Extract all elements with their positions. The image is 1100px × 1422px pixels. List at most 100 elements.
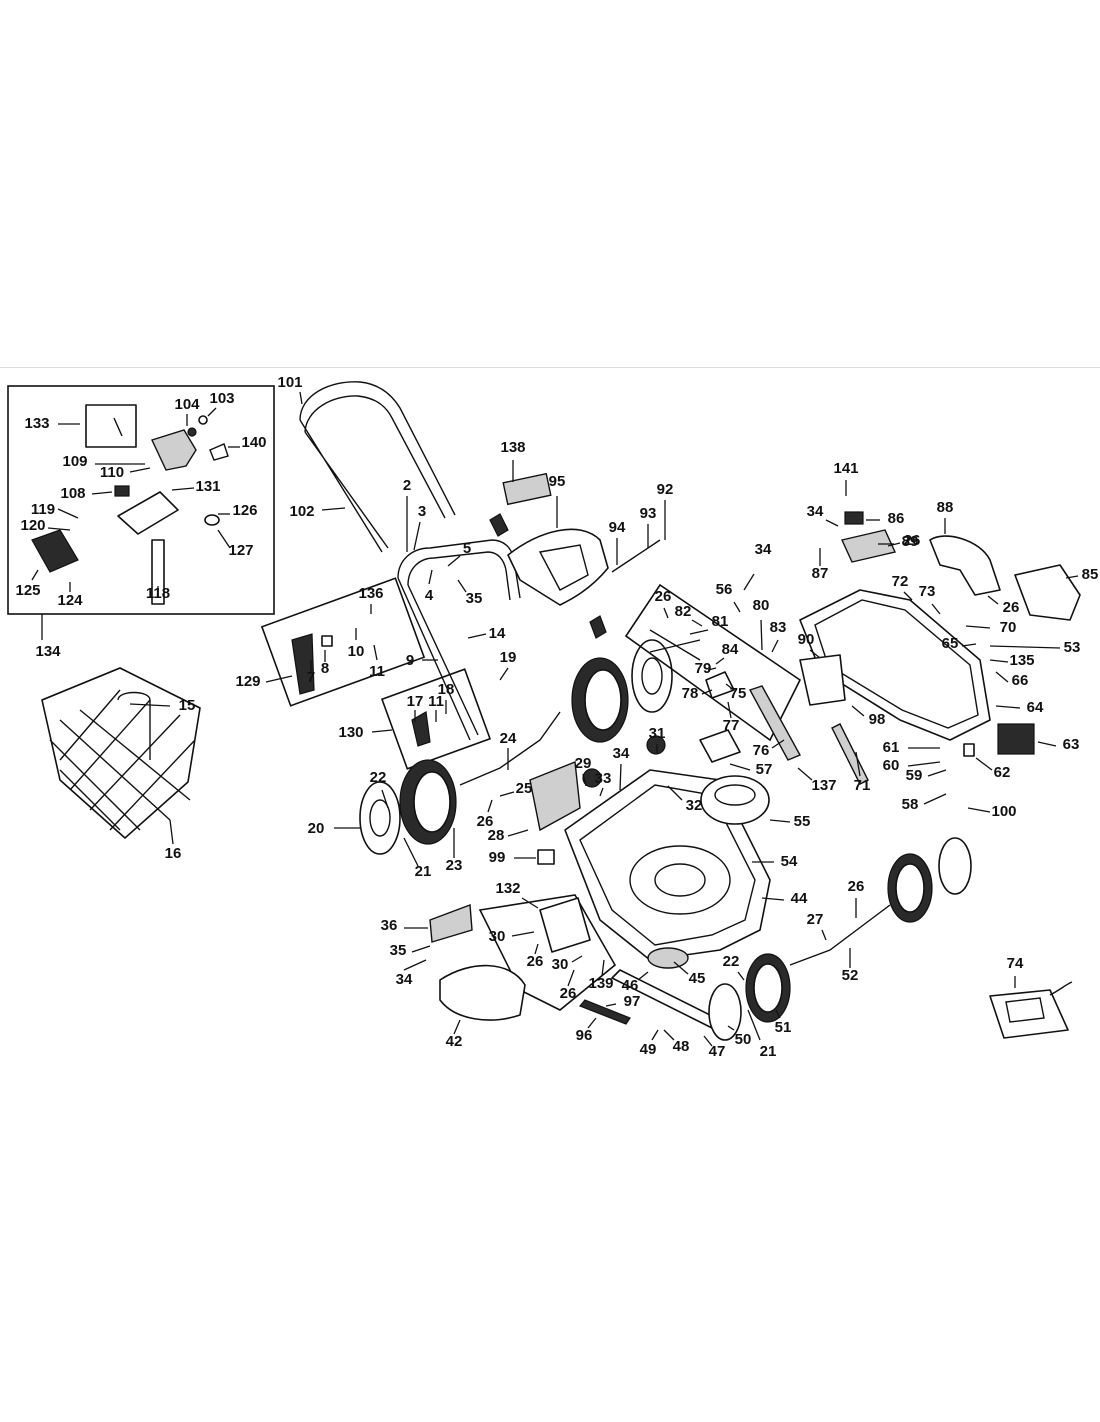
plug-part xyxy=(114,485,130,497)
page-divider xyxy=(0,367,1100,368)
charger-cord xyxy=(1049,981,1073,996)
motor-switch xyxy=(699,729,741,763)
part-number-label: 131 xyxy=(195,478,220,495)
part-number-label: 125 xyxy=(15,582,40,599)
part-number-label: 71 xyxy=(854,777,871,794)
part-number-label: 34 xyxy=(396,971,413,988)
part-number-label: 73 xyxy=(919,583,936,600)
part-number-label: 45 xyxy=(689,970,706,987)
part-number-label: 83 xyxy=(770,619,787,636)
leader-line xyxy=(1037,741,1057,747)
part-number-label: 96 xyxy=(576,1027,593,1044)
part-number-label: 28 xyxy=(488,827,505,844)
side-flap xyxy=(429,904,473,943)
part-number-label: 59 xyxy=(906,767,923,784)
part-number-label: 79 xyxy=(695,660,712,677)
leader-line xyxy=(737,971,745,981)
part-number-label: 120 xyxy=(20,517,45,534)
part-number-label: 92 xyxy=(657,481,674,498)
part-number-label: 26 xyxy=(904,532,921,549)
part-number-label: 25 xyxy=(516,780,533,797)
leader-line xyxy=(601,959,605,977)
leader-line xyxy=(1065,575,1079,579)
charger xyxy=(989,981,1073,1039)
leader-line xyxy=(265,675,293,683)
safety-key-part xyxy=(204,514,220,526)
wheel-rim xyxy=(413,771,451,833)
part-number-label: 31 xyxy=(649,725,666,742)
leader-line xyxy=(727,701,732,719)
part-number-label: 87 xyxy=(812,565,829,582)
inset-parts xyxy=(31,404,229,605)
leader-line xyxy=(217,529,231,549)
leader-line xyxy=(651,1029,659,1041)
leader-line xyxy=(733,601,741,613)
battery-cover xyxy=(507,528,609,606)
part-number-label: 66 xyxy=(1012,672,1029,689)
leader-line xyxy=(487,799,493,813)
part-number-label: 118 xyxy=(146,585,170,602)
front-axle xyxy=(789,904,891,966)
leader-line xyxy=(825,519,839,527)
part-number-label: 52 xyxy=(842,967,859,984)
switch-box xyxy=(841,529,896,563)
part-number-label: 44 xyxy=(791,890,808,907)
part-number-label: 76 xyxy=(753,742,770,759)
leader-line xyxy=(619,763,622,791)
part-number-label: 19 xyxy=(500,649,517,666)
leader-line xyxy=(689,629,709,635)
part-number-label: 129 xyxy=(235,673,260,690)
top-cover-shell xyxy=(799,589,991,741)
cap-part xyxy=(198,415,208,425)
part-number-label: 42 xyxy=(446,1033,463,1050)
part-number-label: 57 xyxy=(756,761,773,778)
part-number-label: 62 xyxy=(994,764,1011,781)
wheel-cap xyxy=(708,983,742,1041)
part-number-label: 26 xyxy=(655,588,672,605)
leader-line xyxy=(995,705,1021,709)
leader-line xyxy=(775,1009,781,1019)
leader-line xyxy=(701,689,713,695)
upper-handle-arm xyxy=(299,419,389,553)
part-number-label: 136 xyxy=(358,585,383,602)
part-number-label: 2 xyxy=(403,477,411,494)
part-number-label: 18 xyxy=(438,681,455,698)
part-number-label: 34 xyxy=(613,745,630,762)
part-number-label: 35 xyxy=(390,942,407,959)
part-number-label: 21 xyxy=(415,863,432,880)
part-number-label: 72 xyxy=(892,573,909,590)
part-number-label: 26 xyxy=(560,985,577,1002)
leader-line xyxy=(761,897,785,901)
part-number-label: 130 xyxy=(338,724,363,741)
leader-line xyxy=(715,657,725,665)
leader-line xyxy=(47,527,71,531)
part-number-label: 4 xyxy=(425,587,434,604)
rear-wheel-left xyxy=(359,759,457,855)
leader-line xyxy=(771,739,785,749)
part-number-label: 7 xyxy=(307,669,315,686)
leader-line xyxy=(855,751,861,777)
part-number-label: 99 xyxy=(489,849,506,866)
leader-line xyxy=(521,897,539,909)
part-number-label: 141 xyxy=(833,460,858,477)
deck-cutting-hub xyxy=(654,863,706,897)
part-number-label: 86 xyxy=(888,510,905,527)
leader-line xyxy=(760,619,763,651)
leader-line xyxy=(91,491,113,495)
wheel-rim xyxy=(895,863,925,913)
mower-deck xyxy=(529,729,771,961)
part-number-label: 85 xyxy=(1082,566,1099,583)
part-number-label: 77 xyxy=(723,717,740,734)
part-number-label: 5 xyxy=(463,540,471,557)
leader-line xyxy=(821,929,827,941)
leader-line xyxy=(403,959,427,971)
leader-line xyxy=(797,767,813,781)
wheel-cap xyxy=(359,781,401,855)
leader-line xyxy=(927,769,947,777)
part-number-label: 80 xyxy=(753,597,770,614)
leader-line xyxy=(727,1025,735,1031)
part-number-label: 8 xyxy=(321,660,329,677)
rod-part xyxy=(151,539,165,605)
part-number-label: 11 xyxy=(428,693,444,710)
